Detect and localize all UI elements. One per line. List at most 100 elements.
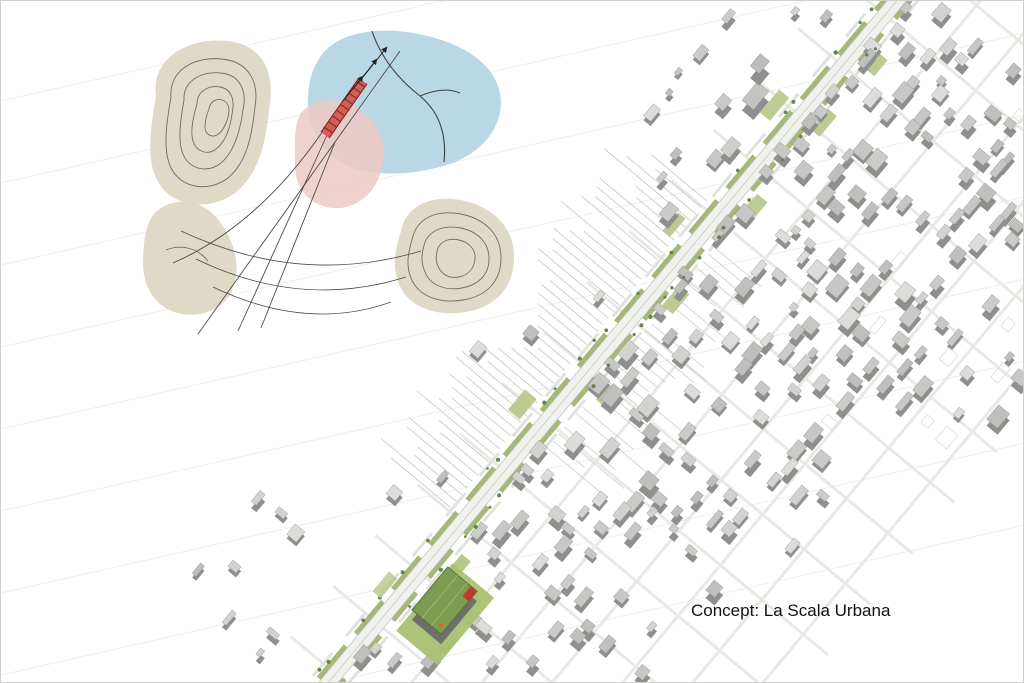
building xyxy=(487,553,502,568)
building-roof xyxy=(636,394,660,419)
building-roof xyxy=(560,573,576,591)
building-roof xyxy=(904,118,922,137)
building-roof xyxy=(569,627,587,645)
building-roof xyxy=(1007,217,1023,234)
tree xyxy=(632,332,636,337)
tree xyxy=(869,7,874,12)
tree xyxy=(799,134,803,139)
river-line xyxy=(371,30,446,163)
building-roof xyxy=(957,166,975,184)
building-roof xyxy=(801,111,819,131)
building-roof xyxy=(895,194,914,213)
building-roof xyxy=(880,187,899,206)
building-roof xyxy=(1005,62,1022,80)
building-roof xyxy=(493,571,506,585)
building xyxy=(816,495,830,509)
building-roof xyxy=(819,9,834,24)
caption: Concept: La Scala Urbana xyxy=(691,601,891,620)
building-roof xyxy=(792,135,811,154)
building-roof xyxy=(487,546,502,561)
building-roof xyxy=(766,471,783,489)
building-roof xyxy=(850,296,866,312)
building xyxy=(387,658,403,675)
building-roof xyxy=(752,408,770,426)
tree xyxy=(497,493,502,498)
building-roof xyxy=(846,372,864,389)
building-roof xyxy=(835,344,854,363)
park xyxy=(662,212,686,238)
building-roof xyxy=(983,104,1003,124)
building xyxy=(949,215,965,233)
building-roof xyxy=(851,323,871,343)
building-roof xyxy=(286,523,306,543)
building-roof xyxy=(920,130,934,144)
building-roof xyxy=(485,654,500,670)
tree xyxy=(639,323,644,328)
building xyxy=(669,153,683,167)
building-roof xyxy=(579,618,596,635)
building-roof xyxy=(972,147,991,167)
building xyxy=(743,458,762,478)
bridge-band xyxy=(320,78,368,138)
building-roof xyxy=(592,289,605,303)
building-roof xyxy=(531,552,550,572)
building-roof xyxy=(891,330,911,349)
building-roof xyxy=(656,170,669,184)
building xyxy=(841,156,855,170)
tree xyxy=(669,250,674,255)
building xyxy=(862,364,880,383)
building-roof xyxy=(837,306,861,331)
building-roof xyxy=(773,141,792,160)
building-roof xyxy=(688,328,704,345)
building xyxy=(711,235,725,250)
park xyxy=(760,89,790,121)
building-roof xyxy=(547,620,565,639)
building xyxy=(954,60,969,75)
building-roof xyxy=(734,202,756,224)
building xyxy=(491,528,512,550)
building-roof xyxy=(852,138,874,161)
building-roof xyxy=(960,114,977,132)
building-roof xyxy=(824,83,841,100)
tree xyxy=(577,356,582,361)
building-roof xyxy=(673,66,683,77)
building-roof xyxy=(899,1,913,15)
building-roof xyxy=(641,422,661,442)
building-roof xyxy=(915,210,931,227)
building-roof xyxy=(603,355,621,373)
building-roof xyxy=(891,80,915,105)
terrain-right-contours xyxy=(407,212,502,302)
building-roof xyxy=(919,47,937,66)
building-roof xyxy=(876,374,895,395)
building xyxy=(709,316,725,332)
building-roof xyxy=(962,194,982,216)
building-roof xyxy=(598,634,617,654)
empty-lot xyxy=(938,347,959,368)
building xyxy=(511,478,526,492)
building-roof xyxy=(386,651,403,669)
building-roof xyxy=(800,281,819,299)
building-roof xyxy=(952,406,965,420)
empty-lot xyxy=(889,250,909,271)
tree xyxy=(747,198,751,202)
building-roof xyxy=(862,356,880,376)
building xyxy=(790,230,802,242)
building-roof xyxy=(787,382,802,397)
building-roof xyxy=(191,562,205,577)
building-roof xyxy=(600,383,624,408)
building-roof xyxy=(705,579,724,599)
building xyxy=(251,497,266,513)
tree xyxy=(326,659,331,664)
building-roof xyxy=(939,37,958,57)
building xyxy=(680,458,697,475)
building-roof xyxy=(385,484,403,502)
building-roof xyxy=(598,436,621,460)
building-roof xyxy=(816,488,830,502)
building-roof xyxy=(511,470,527,485)
building-roof xyxy=(745,315,760,331)
building xyxy=(914,351,928,366)
tree xyxy=(873,47,878,51)
building xyxy=(665,93,674,103)
building-roof xyxy=(790,5,801,17)
building xyxy=(787,388,802,403)
